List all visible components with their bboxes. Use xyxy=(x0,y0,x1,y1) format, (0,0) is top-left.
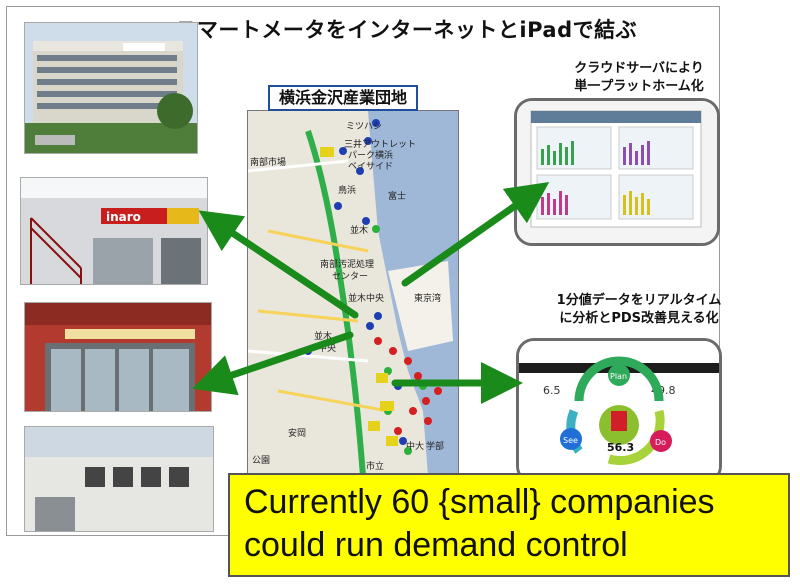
map-label-10: 並木中央 xyxy=(348,292,384,304)
summary-line2: could run demand control xyxy=(244,526,628,564)
factory-sign-image xyxy=(25,427,213,531)
dashboard-thumbnail xyxy=(517,101,717,243)
realtime-caption-line2: に分析とPDS改善見える化 xyxy=(559,311,719,326)
map-label-8: 南部汚泥処理 xyxy=(320,258,374,270)
map-title: 横浜金沢産業団地 xyxy=(268,85,419,111)
map-label-17: 学部 xyxy=(426,440,444,452)
cycle-see: See xyxy=(563,436,578,445)
cloud-caption-line1: クラウドサーバにより xyxy=(574,61,704,76)
photo-factory-sign xyxy=(24,426,214,532)
cycle-plan: Plan xyxy=(610,372,627,381)
cloud-caption-line2: 単一プラットホーム化 xyxy=(574,79,704,94)
map-label-9: センター xyxy=(332,271,368,282)
slide-title: スマートメータをインターネットとiPadで結ぶ xyxy=(176,18,638,42)
store-sign-text: inaro xyxy=(106,210,141,224)
cloud-caption: クラウドサーバにより 単一プラットホーム化 xyxy=(514,60,764,96)
photo-glass-entrance xyxy=(24,302,212,412)
map-label-1: 三井アウトレット xyxy=(344,138,416,150)
map-label-14: 安岡 xyxy=(288,427,306,439)
value-center: 56.3 xyxy=(607,441,634,454)
photo-office-building xyxy=(24,22,198,154)
map-label-5: 鳥浜 xyxy=(338,184,356,196)
glass-entrance-image xyxy=(25,303,211,411)
summary-callout: Currently 60 {small} companies could run… xyxy=(228,473,790,577)
arrow-to-cloud xyxy=(401,181,550,287)
arrow-to-store xyxy=(198,210,359,319)
summary-line1: Currently 60 {small} companies xyxy=(244,483,715,521)
map-label-18: 公園 xyxy=(252,455,270,466)
map-label-15: 市立 xyxy=(366,460,384,472)
realtime-caption-line1: 1分値データをリアルタイム xyxy=(556,293,722,308)
map-label-16: 中大 xyxy=(406,440,424,452)
map-label-2: パーク横浜 xyxy=(348,149,393,161)
ipad-pds-screen: 6.5 49.8 Plan Do See 56.3 xyxy=(516,338,722,484)
map-label-6: 富士 xyxy=(388,190,406,202)
value-left: 6.5 xyxy=(543,384,561,397)
arrow-to-entrance xyxy=(192,331,354,396)
office-building-image xyxy=(25,23,197,153)
realtime-caption: 1分値データをリアルタイム に分析とPDS改善見える化 xyxy=(514,292,764,328)
cycle-do: Do xyxy=(655,438,666,447)
photo-store-front: inaro xyxy=(20,177,208,285)
store-front-image: inaro xyxy=(21,178,207,284)
map-label-0: ミツハシ xyxy=(346,122,382,132)
pds-cycle-thumbnail: 6.5 49.8 Plan Do See 56.3 xyxy=(519,341,719,481)
map-label-4: 南部市場 xyxy=(250,156,286,168)
map-label-13: 東京湾 xyxy=(414,292,441,304)
map-label-3: ベイサイド xyxy=(348,161,393,172)
map-label-7: 並木 xyxy=(350,224,368,236)
